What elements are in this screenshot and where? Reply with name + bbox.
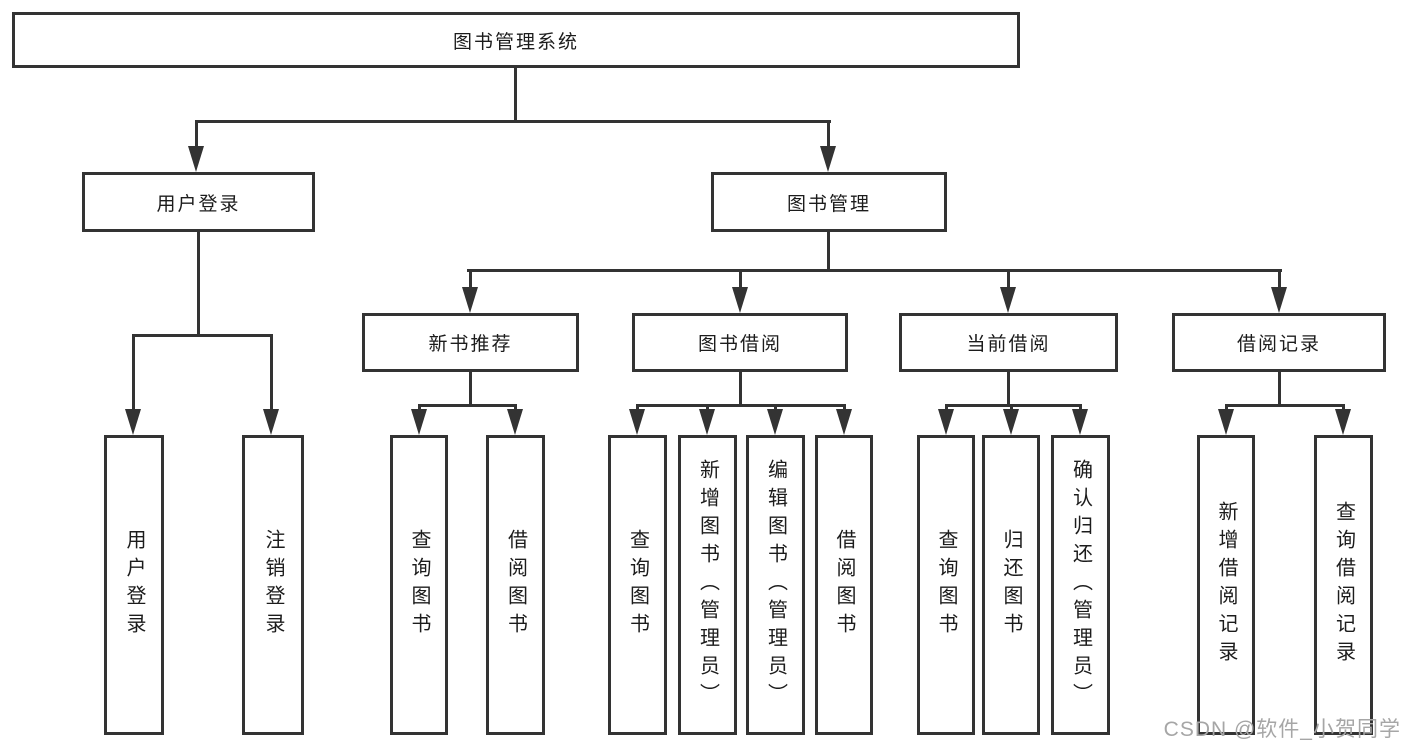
connector-drop <box>514 404 517 412</box>
connector-borrow-records-split <box>1225 404 1345 407</box>
arrowhead-down-icon <box>125 409 141 435</box>
connector-new-book-stub <box>469 372 472 406</box>
arrowhead-down-icon <box>411 409 427 435</box>
connector-current-borrow-stub <box>1007 372 1010 406</box>
arrowhead-down-icon <box>1072 409 1088 435</box>
arrowhead-down-icon <box>263 409 279 435</box>
leaf-return-books: 归还图书 <box>982 435 1040 735</box>
leaf-query-books-label: 查询图书 <box>626 529 649 641</box>
arrowhead-down-icon <box>507 409 523 435</box>
connector-drop <box>1225 404 1228 412</box>
node-library-system-label: 图书管理系统 <box>452 31 579 53</box>
connector-drop <box>706 404 709 412</box>
arrowhead-down-icon <box>732 287 748 313</box>
connector-book-management-stub <box>827 232 830 271</box>
leaf-add-borrow-record: 新增借阅记录 <box>1197 435 1255 735</box>
connector-drop-book-management <box>827 120 830 148</box>
leaf-user-login-label: 用户登录 <box>123 529 145 641</box>
leaf-edit-books-admin: 编辑图书（管理员） <box>746 435 805 735</box>
leaf-query-books-label: 查询图书 <box>935 529 957 641</box>
connector-drop <box>774 404 777 412</box>
leaf-add-books-admin: 新增图书（管理员） <box>678 435 737 735</box>
leaf-return-books-label: 归还图书 <box>1000 529 1022 641</box>
leaf-logout-label: 注销登录 <box>262 529 284 641</box>
connector-drop <box>1010 404 1013 412</box>
node-new-book-recommend-label: 新书推荐 <box>428 334 513 355</box>
node-user-login-label: 用户登录 <box>156 193 241 215</box>
connector-drop <box>636 404 639 412</box>
arrowhead-down-icon <box>820 146 836 172</box>
arrowhead-down-icon <box>1003 409 1019 435</box>
leaf-borrow-books: 借阅图书 <box>486 435 545 735</box>
arrowhead-down-icon <box>699 409 715 435</box>
leaf-query-borrow-record: 查询借阅记录 <box>1314 435 1373 735</box>
node-new-book-recommend: 新书推荐 <box>362 313 579 372</box>
connector-drop-current-borrow <box>1007 269 1010 289</box>
node-library-system: 图书管理系统 <box>12 12 1020 68</box>
connector-drop-book-borrow <box>739 269 742 289</box>
arrowhead-down-icon <box>1271 287 1287 313</box>
connector-user-login-stub <box>197 232 200 336</box>
connector-level3-split <box>467 269 1282 272</box>
leaf-borrow-books-label: 借阅图书 <box>833 529 855 641</box>
node-book-management-label: 图书管理 <box>786 193 871 215</box>
arrowhead-down-icon <box>836 409 852 435</box>
leaf-edit-books-admin-label: 编辑图书（管理员） <box>764 459 787 711</box>
node-current-borrow: 当前借阅 <box>899 313 1118 372</box>
connector-drop-user-login <box>195 120 198 148</box>
arrowhead-down-icon <box>1000 287 1016 313</box>
connector-root-stub <box>514 68 517 122</box>
leaf-query-books: 查询图书 <box>608 435 667 735</box>
leaf-user-login: 用户登录 <box>104 435 164 735</box>
arrowhead-down-icon <box>767 409 783 435</box>
connector-drop-new-book <box>469 269 472 289</box>
connector-new-book-split <box>418 404 517 407</box>
connector-drop <box>843 404 846 412</box>
leaf-confirm-return-admin: 确认归还（管理员） <box>1051 435 1110 735</box>
watermark: CSDN @软件_小贺同学 <box>1163 718 1401 741</box>
leaf-query-borrow-record-label: 查询借阅记录 <box>1332 501 1355 669</box>
arrowhead-down-icon <box>938 409 954 435</box>
leaf-add-borrow-record-label: 新增借阅记录 <box>1215 501 1237 669</box>
leaf-logout: 注销登录 <box>242 435 304 735</box>
connector-drop-leaf-login <box>132 334 135 410</box>
node-book-borrow-label: 图书借阅 <box>697 334 782 355</box>
connector-book-borrow-stub <box>739 372 742 406</box>
node-book-management: 图书管理 <box>711 172 947 232</box>
connector-level2-split <box>195 120 831 123</box>
node-borrow-records-label: 借阅记录 <box>1236 334 1321 355</box>
connector-user-login-split <box>132 334 273 337</box>
node-borrow-records: 借阅记录 <box>1172 313 1386 372</box>
leaf-add-books-admin-label: 新增图书（管理员） <box>696 459 719 711</box>
leaf-query-books: 查询图书 <box>917 435 975 735</box>
connector-book-borrow-split <box>636 404 846 407</box>
arrowhead-down-icon <box>1218 409 1234 435</box>
connector-drop <box>418 404 421 412</box>
arrowhead-down-icon <box>462 287 478 313</box>
leaf-borrow-books: 借阅图书 <box>815 435 873 735</box>
leaf-borrow-books-label: 借阅图书 <box>504 529 527 641</box>
arrowhead-down-icon <box>188 146 204 172</box>
node-user-login: 用户登录 <box>82 172 315 232</box>
leaf-query-books: 查询图书 <box>390 435 448 735</box>
connector-drop-borrow-records <box>1278 269 1281 289</box>
arrowhead-down-icon <box>629 409 645 435</box>
node-current-borrow-label: 当前借阅 <box>966 334 1051 355</box>
arrowhead-down-icon <box>1335 409 1351 435</box>
connector-current-borrow-split <box>945 404 1082 407</box>
connector-drop <box>1342 404 1345 412</box>
connector-drop <box>945 404 948 412</box>
connector-drop <box>1079 404 1082 412</box>
node-book-borrow: 图书借阅 <box>632 313 848 372</box>
connector-drop-leaf-logout <box>270 334 273 410</box>
leaf-confirm-return-admin-label: 确认归还（管理员） <box>1069 459 1092 711</box>
connector-borrow-records-stub <box>1278 372 1281 406</box>
leaf-query-books-label: 查询图书 <box>408 529 430 641</box>
